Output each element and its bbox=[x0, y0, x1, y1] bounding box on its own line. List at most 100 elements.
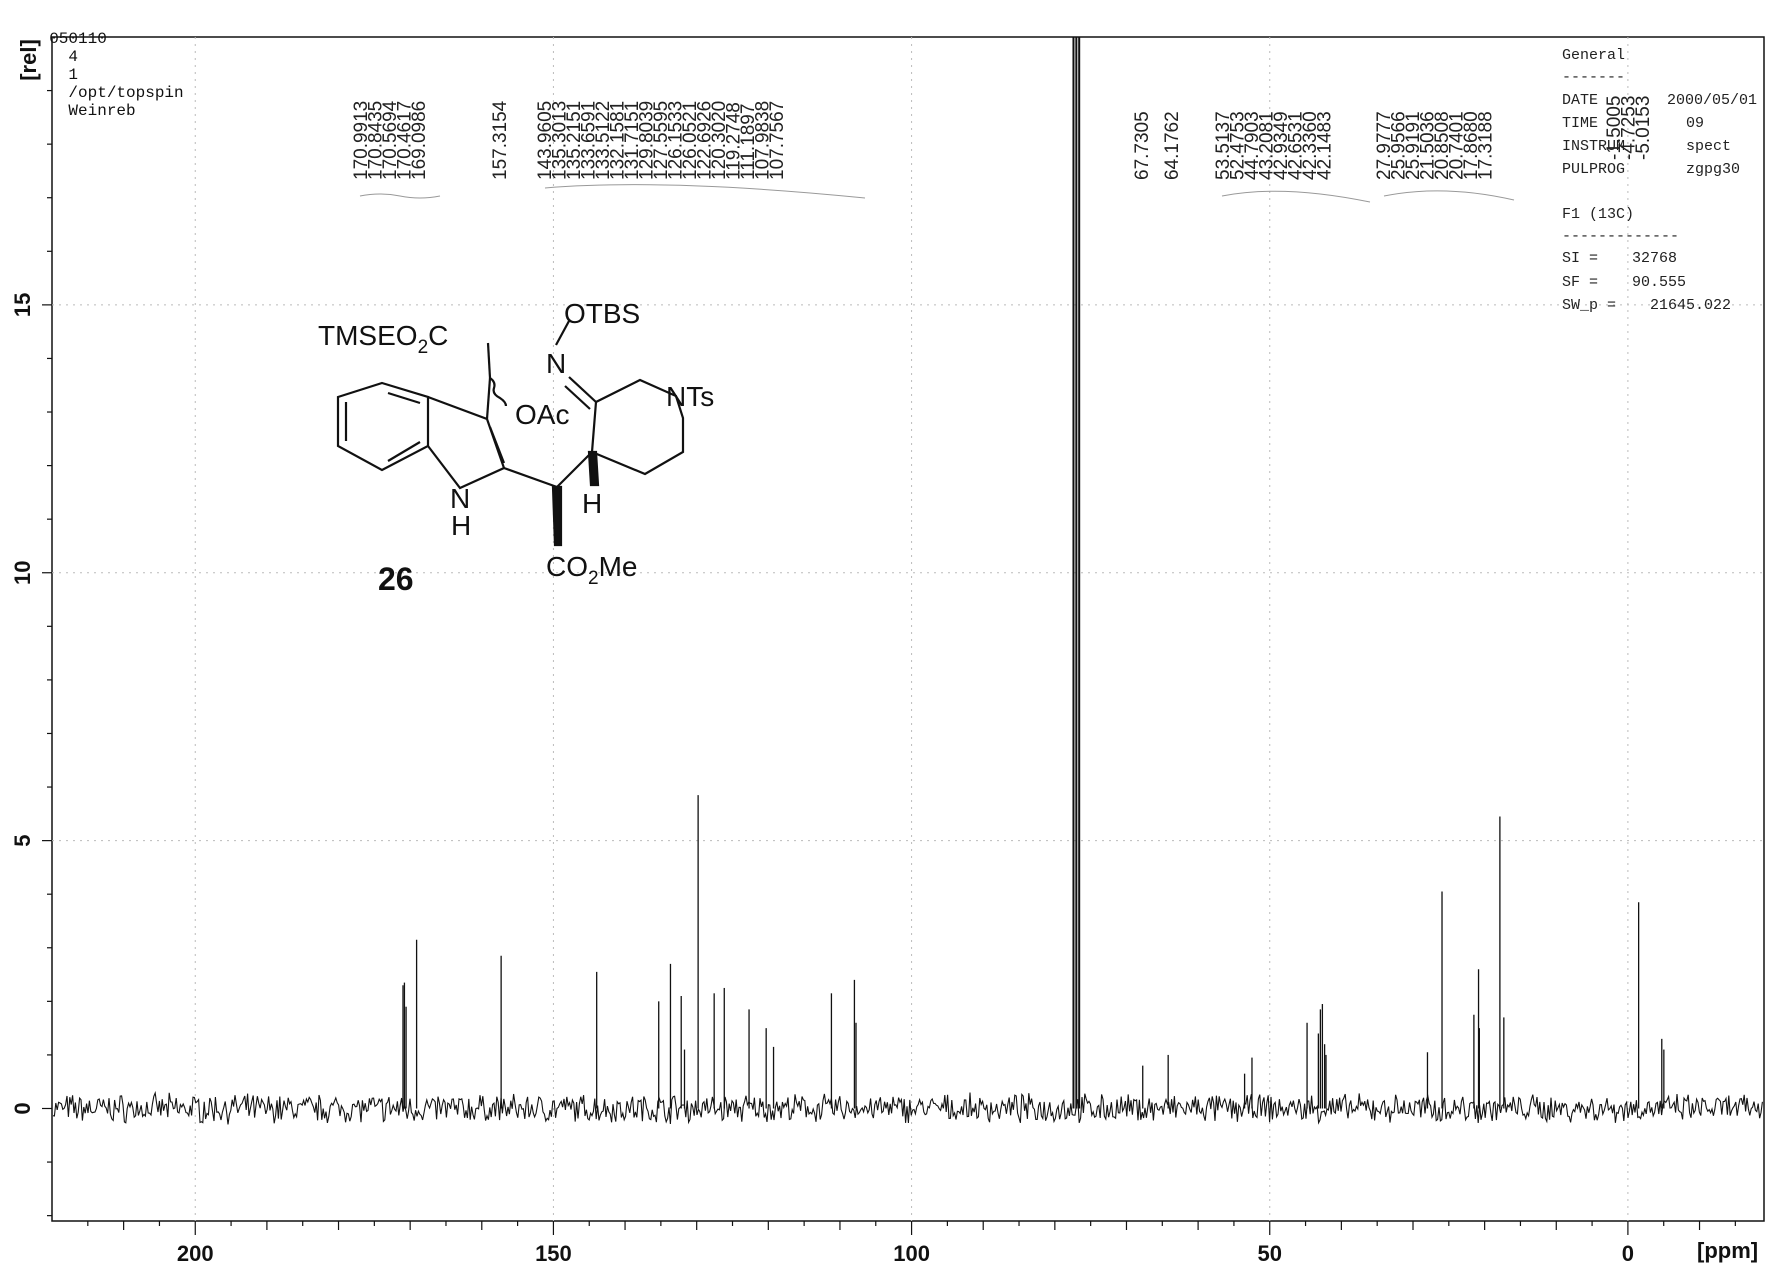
run-id: 050110 bbox=[49, 30, 107, 48]
peak-label: 107.7567 bbox=[767, 101, 788, 180]
indole-pyrrole-ring bbox=[427, 395, 506, 490]
c3-side-bond bbox=[485, 377, 492, 420]
peak-label: 127.5595 bbox=[651, 101, 672, 180]
x-tick-label: 0 bbox=[1622, 1241, 1634, 1266]
peak-label: 52.4753 bbox=[1228, 111, 1249, 180]
wedge-co2me bbox=[551, 485, 563, 547]
peak-label: -5.0153 bbox=[1633, 96, 1654, 160]
y-axis-label: [rel] bbox=[16, 39, 41, 81]
param-date-label: DATE bbox=[1562, 92, 1598, 109]
peak-label: 111.1897 bbox=[738, 104, 759, 180]
peak-label: 44.7903 bbox=[1242, 111, 1263, 180]
peak-label: 119.2748 bbox=[724, 102, 745, 180]
label-connector bbox=[359, 193, 441, 199]
n-o-bond bbox=[555, 320, 570, 346]
peak-label: 122.6926 bbox=[695, 101, 716, 180]
piperidine-ring bbox=[590, 378, 685, 476]
peak-label: -1.5005 bbox=[1604, 96, 1625, 160]
user-name: Weinreb bbox=[68, 102, 136, 120]
oxime-double bbox=[564, 385, 591, 410]
peak-label: 42.3360 bbox=[1300, 111, 1321, 180]
oxime-bond bbox=[568, 376, 597, 403]
param-si-value: 32768 bbox=[1632, 250, 1677, 267]
x-tick-label: 100 bbox=[893, 1241, 930, 1266]
peak-label: 169.0986 bbox=[409, 101, 430, 180]
peak-label: 42.6531 bbox=[1286, 111, 1307, 180]
spectrum-header: 050110 4 1 /opt/topspin Weinreb bbox=[30, 12, 184, 120]
expno: 4 bbox=[68, 48, 79, 66]
x-tick-label: 150 bbox=[535, 1241, 572, 1266]
x-tick-label: 50 bbox=[1257, 1241, 1281, 1266]
label-co2me: CO2Me bbox=[546, 551, 637, 589]
peak-label: 17.3188 bbox=[1476, 111, 1497, 180]
label-oac: OAc bbox=[515, 399, 569, 430]
peak-label: 170.8435 bbox=[366, 101, 387, 180]
ester-bond bbox=[486, 342, 492, 379]
x-tick-label: 200 bbox=[177, 1241, 214, 1266]
peak-label: 67.7305 bbox=[1132, 111, 1153, 180]
ch-pip-bond bbox=[556, 451, 593, 488]
peak-label: 131.7151 bbox=[622, 101, 643, 180]
label-otbs: OTBS bbox=[564, 298, 640, 329]
wavy-bond bbox=[489, 377, 508, 407]
grid-lines bbox=[52, 37, 1764, 1221]
param-separator-1: ------- bbox=[1562, 69, 1625, 86]
peak-label: 20.7401 bbox=[1447, 111, 1468, 180]
label-nts: NTs bbox=[666, 381, 714, 412]
wedge-h bbox=[587, 450, 600, 487]
peak-label: 53.5137 bbox=[1213, 111, 1234, 180]
structure-labels: TMSEO2C OTBS N NTs OAc N H H CO2Me 26 bbox=[318, 298, 714, 597]
x-axis: 200 150 100 50 0 bbox=[87, 1221, 1736, 1266]
y-tick-label: 15 bbox=[10, 293, 35, 317]
param-f1-label: F1 (13C) bbox=[1562, 206, 1634, 223]
param-date-value: 2000/05/01 bbox=[1667, 92, 1757, 109]
peak-label: -4.7253 bbox=[1619, 96, 1640, 160]
peak-label: 25.9566 bbox=[1389, 111, 1410, 180]
param-pulprog-value: zgpg30 bbox=[1686, 161, 1740, 178]
peak-label: 21.5036 bbox=[1418, 111, 1439, 180]
label-connector bbox=[1383, 190, 1515, 201]
param-separator-2: ------------- bbox=[1562, 228, 1679, 245]
procno: 1 bbox=[68, 66, 79, 84]
param-time-value: 09 bbox=[1686, 115, 1704, 132]
peak-label: 126.0521 bbox=[680, 101, 701, 180]
label-connector bbox=[544, 184, 866, 199]
label-n-oxime: N bbox=[546, 348, 566, 379]
spectrum-trace bbox=[52, 1090, 1763, 1125]
peak-label: 170.9913 bbox=[351, 101, 372, 180]
peak-label: 27.9777 bbox=[1374, 111, 1395, 180]
param-pulprog-label: PULPROG bbox=[1562, 161, 1625, 178]
param-si-label: SI = bbox=[1562, 250, 1598, 267]
peak-label: 64.1762 bbox=[1162, 111, 1183, 180]
peak-label: 133.6591 bbox=[579, 101, 600, 180]
param-sf-value: 90.555 bbox=[1632, 274, 1686, 291]
x-axis-label: [ppm] bbox=[1697, 1238, 1758, 1263]
peak-label: 133.5122 bbox=[593, 101, 614, 180]
y-tick-label: 10 bbox=[10, 561, 35, 585]
peak-label: 42.1483 bbox=[1315, 111, 1336, 180]
data-path: /opt/topspin bbox=[68, 84, 184, 102]
param-swp-label: SW_p = bbox=[1562, 297, 1616, 314]
compound-number: 26 bbox=[378, 561, 414, 597]
peak-labels: 170.9913170.8435170.5694170.4617169.0986… bbox=[351, 96, 1654, 203]
param-swp-value: 21645.022 bbox=[1650, 297, 1731, 314]
peak-label: 43.2081 bbox=[1257, 111, 1278, 180]
label-nh-n: N bbox=[450, 483, 470, 514]
acquisition-parameters: General ------- DATE 2000/05/01 TIME 09 … bbox=[1562, 47, 1757, 314]
peak-label: 25.9191 bbox=[1403, 111, 1424, 180]
benzene-double-bond bbox=[387, 441, 421, 462]
peak-label: 170.4617 bbox=[395, 101, 416, 180]
param-sf-label: SF = bbox=[1562, 274, 1598, 291]
param-instrum-value: spect bbox=[1686, 138, 1731, 155]
peak-label: 129.8039 bbox=[637, 101, 658, 180]
label-nh-h: H bbox=[451, 510, 471, 541]
y-tick-label: 5 bbox=[10, 834, 35, 846]
peak-label: 135.2151 bbox=[564, 101, 585, 180]
label-h-stereo: H bbox=[582, 488, 602, 519]
param-time-label: TIME bbox=[1562, 115, 1598, 132]
peak-label: 135.3013 bbox=[550, 101, 571, 180]
benzene-double-bond bbox=[387, 391, 421, 405]
plot-frame bbox=[51, 36, 1765, 1222]
